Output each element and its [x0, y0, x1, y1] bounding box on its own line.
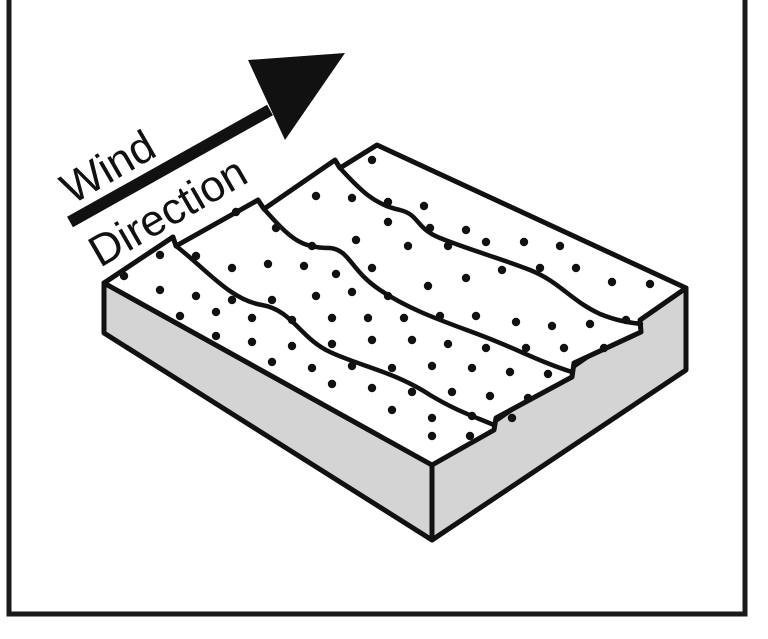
sand-dot [191, 251, 201, 261]
sand-dot [347, 361, 357, 371]
sand-dot [481, 343, 491, 353]
sand-dot [247, 337, 257, 347]
sand-dot [511, 317, 521, 327]
sand-dot [119, 271, 129, 281]
sand-dot [427, 361, 437, 371]
sand-dot [327, 379, 337, 389]
sand-dot [211, 307, 221, 317]
sand-dot [287, 341, 297, 351]
sand-dot [399, 313, 409, 323]
sand-dot [427, 431, 437, 441]
sand-dot [443, 241, 453, 251]
sand-dot [571, 263, 581, 273]
sand-dot [175, 311, 185, 321]
sand-dot [599, 343, 609, 353]
sand-dot [407, 335, 417, 345]
sand-dot [271, 223, 281, 233]
sand-dot [267, 357, 277, 367]
sand-dot [327, 313, 337, 323]
sand-dot [443, 339, 453, 349]
sand-dots [119, 155, 655, 441]
sand-dot [535, 263, 545, 273]
sand-dot [559, 343, 569, 353]
sand-dot [505, 367, 515, 377]
sand-dot [387, 363, 397, 373]
sand-dot [383, 197, 393, 207]
sand-dot [327, 339, 337, 349]
sand-dot [299, 261, 309, 271]
sand-dot [367, 263, 377, 273]
wind-arrow-head [248, 53, 345, 140]
sand-dot [645, 279, 655, 289]
dune-crest-3 [337, 165, 644, 327]
sand-dot [465, 431, 475, 441]
sand-dot [263, 259, 273, 269]
sand-dot [607, 277, 617, 287]
sand-dot [547, 321, 557, 331]
sand-dot [461, 273, 471, 283]
sand-dot [471, 311, 481, 321]
block-top-face [101, 142, 689, 468]
sand-dot [363, 313, 373, 323]
sand-dot [387, 405, 397, 415]
sand-dot [507, 413, 517, 423]
sand-dot [467, 411, 477, 421]
sand-dot [519, 237, 529, 247]
sand-dot [227, 263, 237, 273]
sand-dot [331, 269, 341, 279]
sand-dot [267, 295, 277, 305]
sand-dot [311, 191, 321, 201]
sand-dot [347, 193, 357, 203]
wind-arrow-shaft [67, 104, 273, 228]
sand-dot [423, 281, 433, 291]
sand-dot [485, 391, 495, 401]
sand-dot [543, 369, 553, 379]
sand-dot [447, 387, 457, 397]
sand-dot [367, 335, 377, 345]
sand-dot [191, 291, 201, 301]
sand-dot [419, 201, 429, 211]
sand-dot [347, 287, 357, 297]
sand-dot [155, 285, 165, 295]
sand-dot [461, 225, 471, 235]
sand-dot [227, 295, 237, 305]
sand-dot [407, 387, 417, 397]
sand-dot [383, 217, 393, 227]
sand-dot [435, 311, 445, 321]
sand-dot [403, 241, 413, 251]
sand-dot [497, 265, 507, 275]
sand-dot [231, 207, 241, 217]
sand-dot [585, 319, 595, 329]
dune-crest-2 [261, 206, 575, 375]
sand-dot [155, 250, 165, 260]
sand-dot [307, 241, 317, 251]
sand-dot [467, 363, 477, 373]
sand-dot [211, 331, 221, 341]
sand-dot [307, 363, 317, 373]
sand-dot [521, 343, 531, 353]
sand-dot [247, 313, 257, 323]
sand-dot [383, 291, 393, 301]
sand-dot [367, 155, 377, 165]
sand-dot [367, 383, 377, 393]
sand-dot [523, 393, 533, 403]
sand-dot [481, 237, 491, 247]
dune-crest-1 [173, 243, 497, 428]
sand-dot [621, 315, 631, 325]
sand-dot [287, 315, 297, 325]
sand-dot [427, 413, 437, 423]
sand-dot [425, 223, 435, 233]
sand-dot [351, 235, 361, 245]
sand-dot [555, 241, 565, 251]
sand-dot [311, 291, 321, 301]
